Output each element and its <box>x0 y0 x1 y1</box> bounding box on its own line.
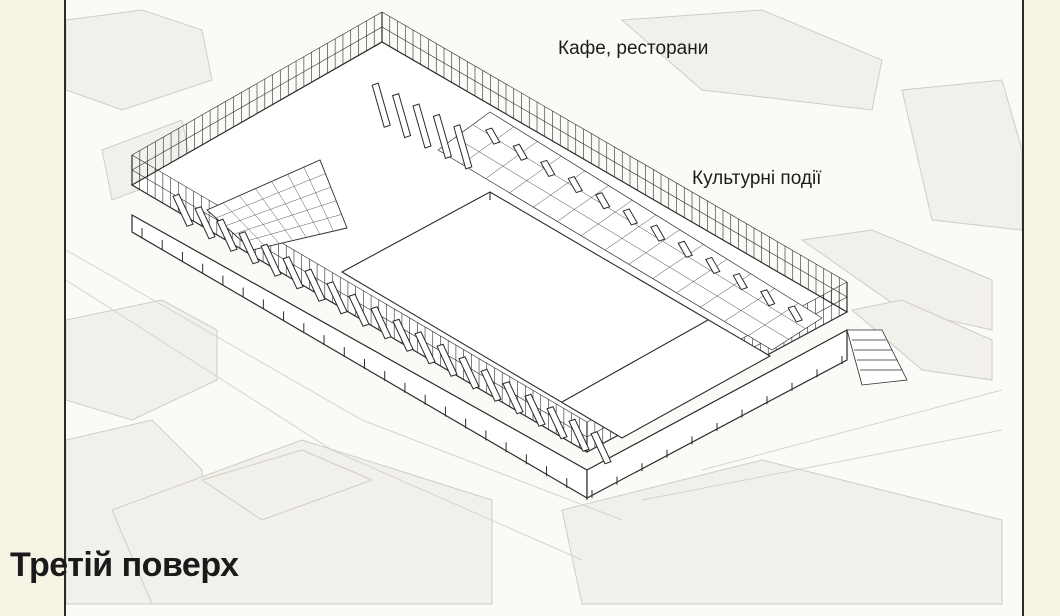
floating-grid-line <box>303 167 334 232</box>
stand-grid-line <box>472 124 806 329</box>
courtyard-floor <box>340 191 772 439</box>
floating-grid-line <box>222 202 266 248</box>
structural-fin <box>524 393 546 427</box>
structural-fin <box>705 256 721 275</box>
structural-fin <box>787 305 803 323</box>
floating-grid-line <box>287 174 321 235</box>
context-building <box>66 299 218 421</box>
context-building <box>800 229 993 331</box>
structural-fin <box>414 331 436 365</box>
floating-grid-line <box>215 173 326 219</box>
label-cafe-restaurants: Кафе, ресторани <box>558 38 709 59</box>
structural-fin <box>485 127 501 145</box>
structural-fin <box>540 159 556 178</box>
diagram-frame: Кафе, ресторани Культурні події <box>64 0 1024 616</box>
structural-fin <box>392 318 414 352</box>
floating-roof <box>206 159 348 251</box>
stair-block <box>846 329 908 386</box>
context-building <box>66 9 213 111</box>
structural-fin <box>512 143 528 161</box>
structural-fin <box>216 218 238 252</box>
floating-grid-line <box>242 214 342 243</box>
structural-fin <box>760 289 776 307</box>
stand-grid-line <box>581 200 633 236</box>
structural-fin <box>326 281 348 315</box>
stand-grid-line <box>676 258 728 294</box>
structural-fin <box>650 224 666 242</box>
context-building <box>850 299 993 381</box>
courtyard-divider <box>561 319 709 403</box>
structural-fin <box>453 124 473 170</box>
floating-grid-line <box>224 186 331 227</box>
structural-fin <box>260 243 282 277</box>
stand-grid-line <box>628 229 680 265</box>
stand-grid-line <box>652 244 704 279</box>
road-line <box>701 389 1003 471</box>
stand-grid-line <box>557 185 609 222</box>
podium-side-east <box>586 328 848 499</box>
inner-courtyard <box>340 191 772 439</box>
stadium-axonometric-drawing <box>66 9 1022 605</box>
context-buildings <box>66 9 1022 605</box>
structural-fin <box>546 406 568 440</box>
road-line <box>66 279 583 561</box>
structural-fin <box>567 175 583 194</box>
floating-grid-line <box>271 181 307 238</box>
context-building <box>620 9 883 111</box>
structural-fin <box>480 368 502 402</box>
road-line <box>66 249 623 521</box>
structural-fin <box>172 193 194 227</box>
structural-fin <box>732 272 748 291</box>
structural-fin <box>370 306 392 340</box>
floating-grid-line <box>239 195 280 244</box>
stand-grid-line <box>533 170 586 208</box>
structural-fin <box>590 431 612 465</box>
label-cultural-events: Культурні події <box>692 168 822 189</box>
floating-grid-line <box>255 188 293 241</box>
structural-fin <box>436 343 458 377</box>
structural-fin <box>458 356 480 390</box>
facade-top-rail <box>131 154 588 423</box>
structural-fin <box>238 231 260 265</box>
structural-fin <box>568 418 590 452</box>
floating-roof-grid <box>215 167 342 248</box>
structural-fin <box>432 113 453 160</box>
structural-fin <box>194 206 216 240</box>
structural-fin <box>622 208 638 226</box>
structural-fin <box>502 381 524 415</box>
structural-fin <box>595 192 611 210</box>
stand-grid-line <box>461 126 514 165</box>
structural-fin <box>371 82 391 128</box>
context-building <box>561 459 1003 605</box>
floating-grid-line <box>233 200 337 235</box>
stand-grid-line <box>509 155 562 194</box>
floor-title: Третій поверх <box>10 546 239 584</box>
structural-fin <box>391 92 412 139</box>
stand-grid-line <box>455 137 789 340</box>
structural-fin <box>282 256 304 290</box>
structural-fins <box>172 82 803 465</box>
context-building <box>901 79 1022 231</box>
structural-fin <box>412 103 432 149</box>
context-roads <box>66 249 1003 561</box>
stand-grid-line <box>604 214 657 251</box>
structural-fin <box>304 268 326 302</box>
structural-fin <box>348 293 370 327</box>
context-building <box>200 449 374 521</box>
stand-grid-line <box>485 141 538 179</box>
floating-roof-west <box>206 159 348 251</box>
podium-columns <box>141 228 843 500</box>
entrance-stair <box>846 329 908 386</box>
road-line <box>641 429 1003 501</box>
structural-fin <box>677 240 693 258</box>
